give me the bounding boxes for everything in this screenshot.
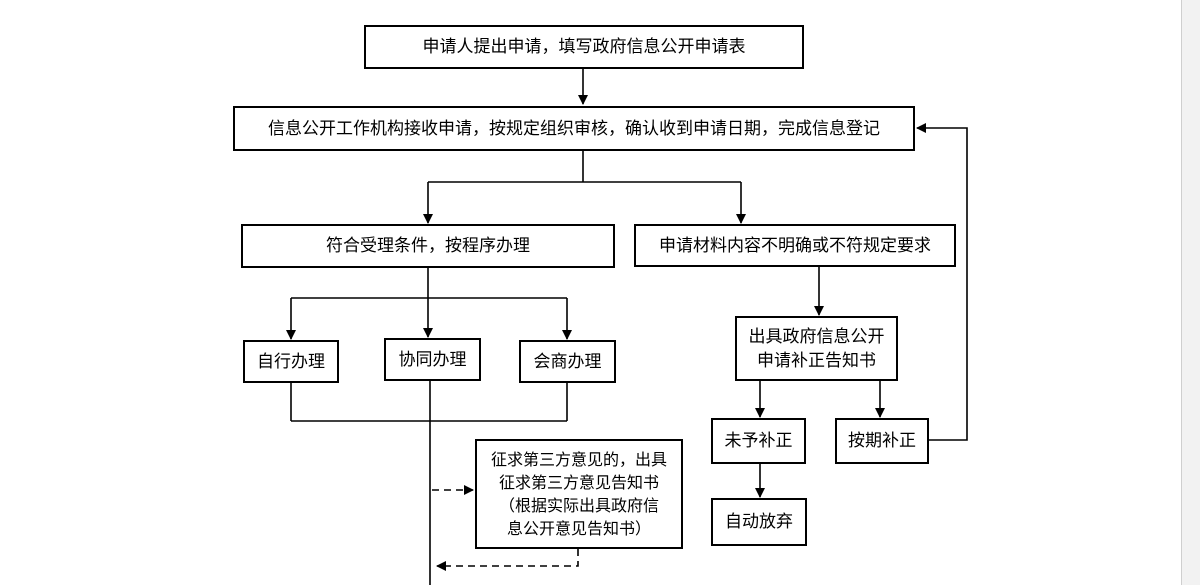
node-receive: 信息公开工作机构接收申请，按规定组织审核，确认收到申请日期，完成信息登记 — [233, 106, 915, 151]
node-self-text: 自行办理 — [257, 351, 325, 372]
node-consult-text: 会商办理 — [533, 351, 602, 372]
node-on-time-text: 按期补正 — [848, 431, 916, 451]
node-notice-line1: 出具政府信息公开 — [748, 326, 885, 347]
dashed-arrow-from-third — [436, 549, 579, 571]
node-no-correction: 未予补正 — [711, 418, 806, 464]
node-joint-text: 协同办理 — [398, 349, 467, 370]
node-abandon-text: 自动放弃 — [725, 512, 793, 532]
node-notice: 出具政府信息公开 申请补正告知书 — [735, 316, 898, 381]
node-third-line3: （根据实际出具政府信 — [498, 496, 659, 515]
node-unclear-text: 申请材料内容不明确或不符规定要求 — [659, 235, 931, 256]
node-third-line2: 征求第三方意见告知书 — [498, 473, 659, 492]
arrow-loop-back — [916, 123, 968, 441]
node-third-line1: 征求第三方意见的，出具 — [490, 450, 667, 469]
node-receive-text: 信息公开工作机构接收申请，按规定组织审核，确认收到申请日期，完成信息登记 — [268, 118, 880, 139]
node-third-line4: 息公开意见告知书） — [506, 519, 651, 538]
node-no-correction-text: 未予补正 — [724, 431, 793, 451]
node-notice-line2: 申请补正告知书 — [757, 350, 876, 371]
node-apply-text: 申请人提出申请，填写政府信息公开申请表 — [422, 37, 746, 57]
node-accept-text: 符合受理条件，按程序办理 — [326, 236, 530, 256]
node-third-party: 征求第三方意见的，出具 征求第三方意见告知书 （根据实际出具政府信 息公开意见告… — [475, 439, 683, 549]
node-abandon: 自动放弃 — [711, 498, 807, 546]
node-accept: 符合受理条件，按程序办理 — [241, 224, 615, 268]
node-apply: 申请人提出申请，填写政府信息公开申请表 — [364, 25, 804, 69]
node-self: 自行办理 — [243, 340, 339, 383]
node-on-time: 按期补正 — [835, 418, 929, 464]
node-unclear: 申请材料内容不明确或不符规定要求 — [634, 224, 956, 267]
node-consult: 会商办理 — [519, 340, 616, 383]
node-joint: 协同办理 — [384, 338, 481, 381]
scrollbar-track[interactable] — [1181, 0, 1200, 585]
